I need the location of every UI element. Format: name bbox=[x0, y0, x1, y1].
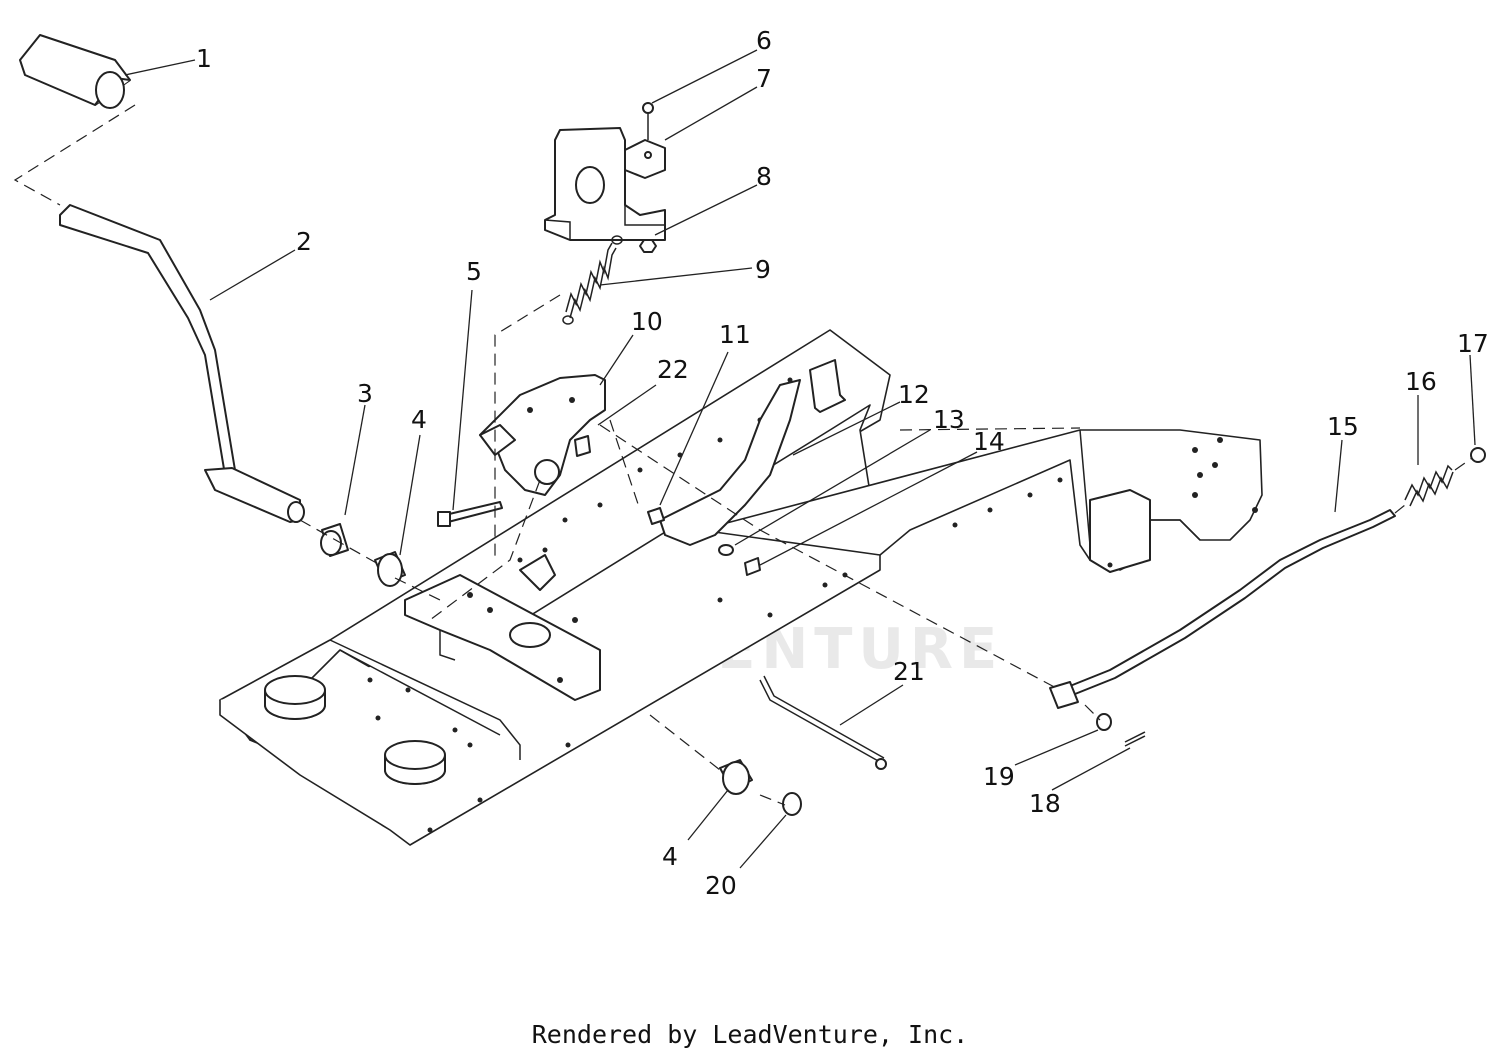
callout-21: 21 bbox=[893, 657, 925, 686]
washer-13 bbox=[718, 544, 734, 556]
compression-spring bbox=[1404, 464, 1454, 507]
pedal-plate bbox=[479, 374, 606, 496]
callout-7: 7 bbox=[756, 64, 772, 93]
callout-12: 12 bbox=[898, 380, 930, 409]
callout-5: 5 bbox=[466, 257, 482, 286]
pedal-arm bbox=[59, 204, 305, 523]
callout-3: 3 bbox=[357, 379, 373, 408]
leader-lines bbox=[124, 49, 1476, 869]
nut-14 bbox=[744, 557, 761, 576]
nut bbox=[639, 239, 657, 253]
brake-arm bbox=[647, 379, 801, 546]
callout-22: 22 bbox=[657, 355, 689, 384]
callout-13: 13 bbox=[933, 405, 965, 434]
switch-bracket bbox=[544, 127, 666, 241]
brake-rod bbox=[1049, 509, 1396, 709]
callout-9: 9 bbox=[755, 255, 771, 284]
callout-8: 8 bbox=[756, 162, 772, 191]
switch bbox=[624, 139, 666, 179]
callout-14: 14 bbox=[973, 427, 1005, 456]
callout-4-top: 4 bbox=[411, 405, 427, 434]
pedal-pad bbox=[19, 34, 131, 109]
callout-10: 10 bbox=[631, 307, 663, 336]
callout-6: 6 bbox=[756, 26, 772, 55]
washer-19 bbox=[1096, 713, 1112, 731]
mount-pad-left bbox=[264, 675, 326, 720]
snap-ring bbox=[782, 792, 802, 816]
spacer bbox=[574, 435, 591, 457]
callout-17: 17 bbox=[1457, 329, 1489, 358]
bolt bbox=[437, 501, 503, 527]
callout-11: 11 bbox=[719, 320, 751, 349]
footer-credit: Rendered by LeadVenture, Inc. bbox=[531, 1020, 969, 1049]
pivot-bracket bbox=[404, 554, 601, 701]
callout-4-bottom: 4 bbox=[662, 842, 678, 871]
callout-labels: 1 2 3 4 5 6 7 8 9 10 11 22 12 13 14 15 1… bbox=[196, 26, 1489, 900]
callout-2: 2 bbox=[296, 227, 312, 256]
callout-15: 15 bbox=[1327, 412, 1359, 441]
mount-pad-right bbox=[384, 740, 446, 785]
link-rod bbox=[759, 675, 887, 770]
callout-19: 19 bbox=[983, 762, 1015, 791]
flange-bushing-top bbox=[374, 551, 406, 587]
cotter-pin bbox=[1124, 731, 1146, 747]
callout-18: 18 bbox=[1029, 789, 1061, 818]
screw bbox=[642, 102, 654, 140]
spring bbox=[562, 235, 623, 325]
flange-bushing-bottom bbox=[719, 759, 753, 795]
callout-16: 16 bbox=[1405, 367, 1437, 396]
callout-20: 20 bbox=[705, 871, 737, 900]
callout-1: 1 bbox=[196, 44, 212, 73]
right-frame bbox=[699, 429, 1263, 573]
frame-holes bbox=[367, 377, 848, 833]
nut-17 bbox=[1470, 447, 1486, 463]
